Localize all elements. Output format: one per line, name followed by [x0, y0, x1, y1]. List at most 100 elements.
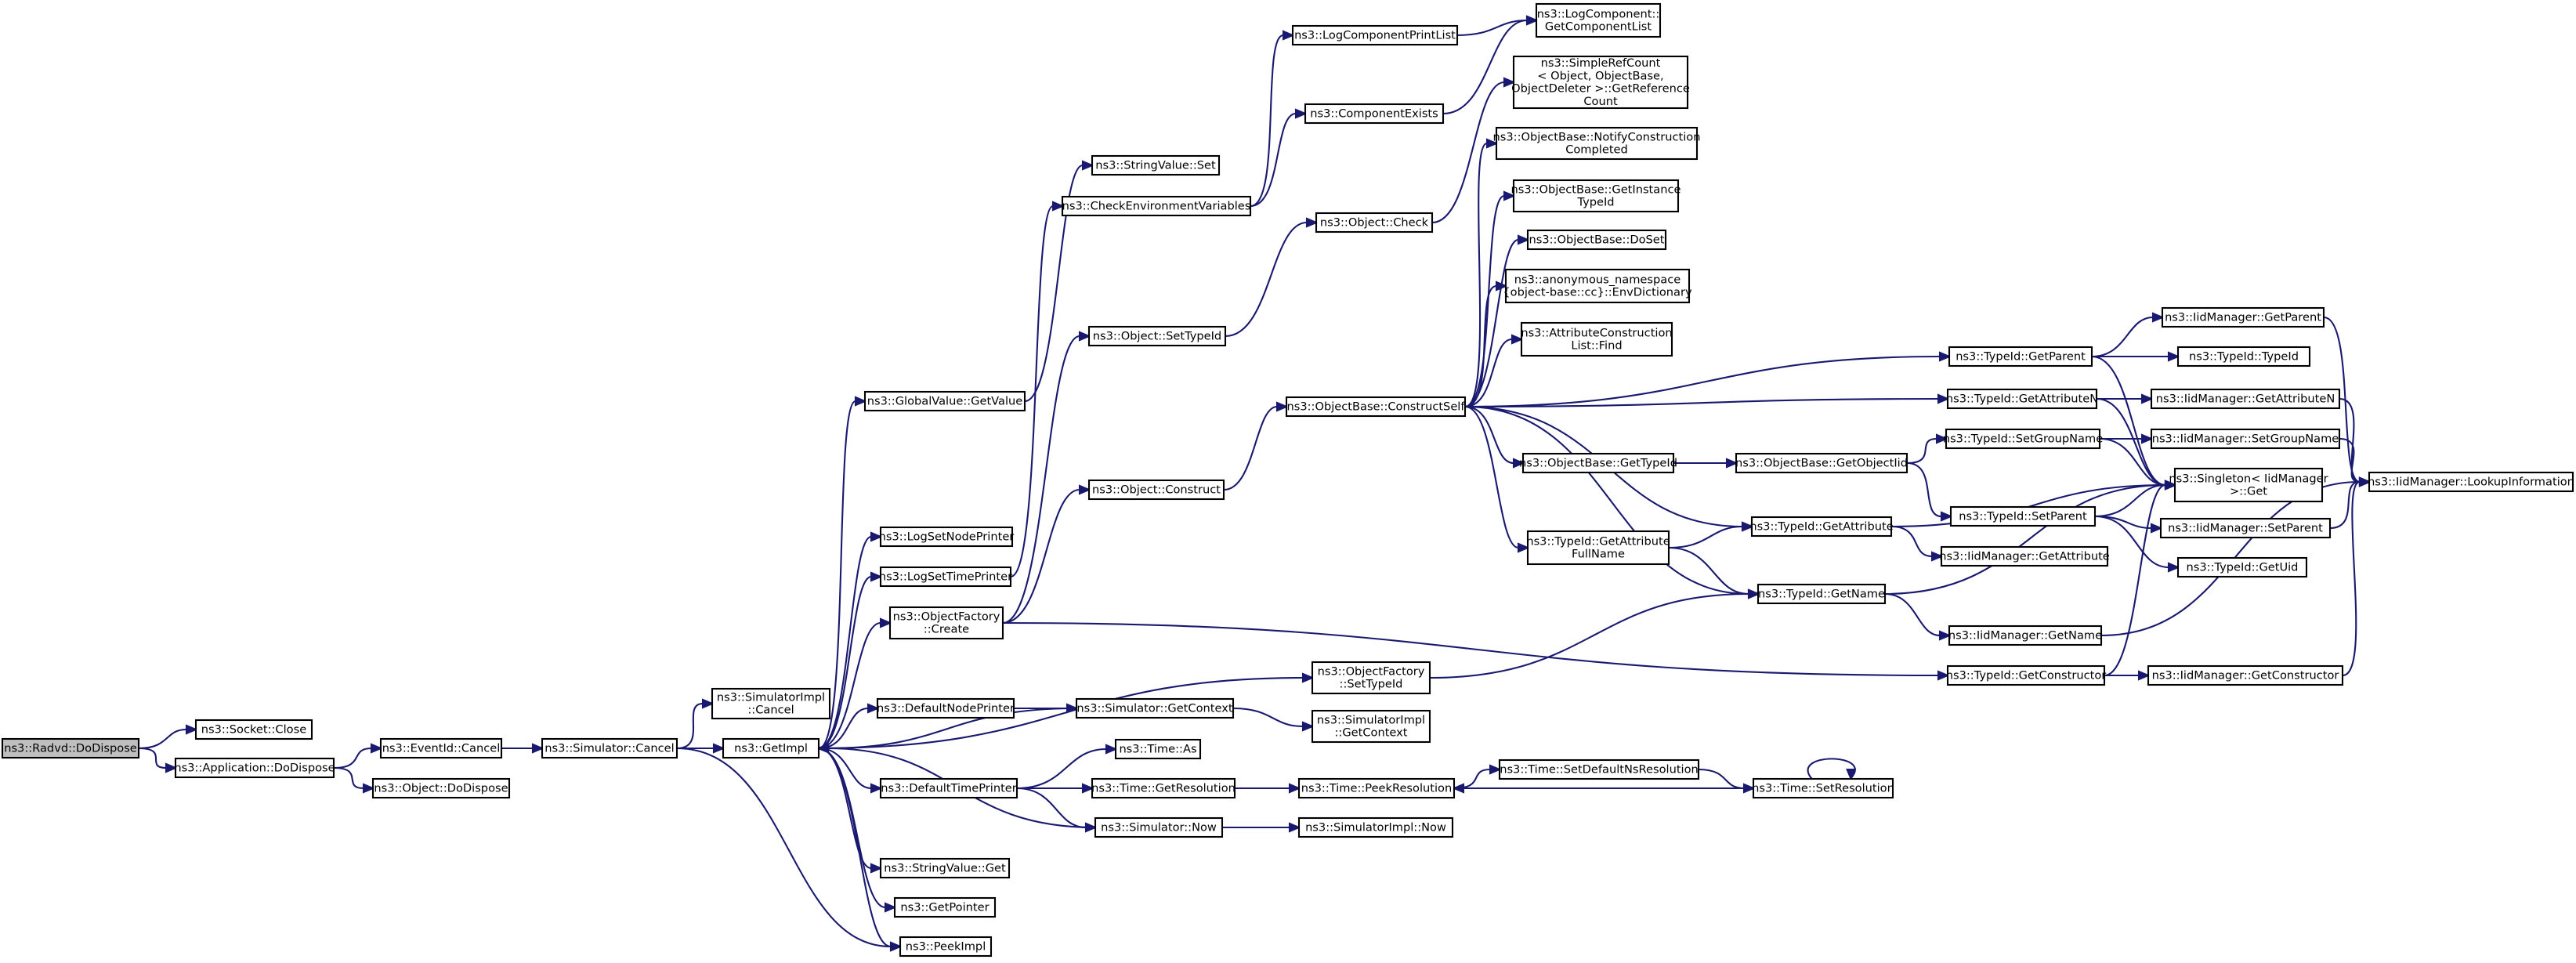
- node-box: [194, 719, 313, 740]
- node-label: ns3::TypeId::GetAttribute: [1749, 520, 1893, 534]
- function-node-ob-doset[interactable]: ns3::ObjectBase::DoSet: [1526, 229, 1667, 251]
- node-box: [1512, 55, 1689, 110]
- function-node-app-dodispose[interactable]: ns3::Application::DoDispose: [174, 757, 335, 779]
- node-label: ns3::Time::PeekResolution: [1301, 782, 1452, 795]
- function-node-sim-cancel[interactable]: ns3::Simulator::Cancel: [541, 737, 678, 759]
- function-node-iid-setgroupname[interactable]: ns3::IidManager::SetGroupName: [2150, 428, 2341, 450]
- function-node-simplerefcount[interactable]: ns3::SimpleRefCount< Object, ObjectBase,…: [1511, 55, 1690, 110]
- node-box: [879, 526, 1014, 548]
- call-edge-time-setdefaultns-to-time-setresolution: [1698, 768, 1745, 790]
- function-node-logcomponent-getlist[interactable]: ns3::LogComponent::GetComponentList: [1535, 2, 1662, 38]
- node-label: ns3::Time::GetResolution: [1091, 782, 1236, 795]
- function-node-typeid-getname[interactable]: ns3::TypeId::GetName: [1757, 583, 1887, 605]
- function-node-iid-setparent[interactable]: ns3::IidManager::SetParent: [2159, 517, 2332, 539]
- node-label: ::GetContext: [1334, 726, 1407, 740]
- function-node-time-setresolution[interactable]: ns3::Time::SetResolution: [1752, 777, 1894, 799]
- function-node-iid-lookupinformation[interactable]: ns3::IidManager::LookupInformation: [2368, 471, 2574, 493]
- function-node-simimpl-getcontext[interactable]: ns3::SimulatorImpl::GetContext: [1311, 709, 1431, 744]
- function-node-defaulttimeprinter[interactable]: ns3::DefaultTimePrinter: [879, 777, 1018, 799]
- function-node-typeid-getconstructor[interactable]: ns3::TypeId::GetConstructor: [1946, 664, 2107, 686]
- function-node-globalvalue-getvalue[interactable]: ns3::GlobalValue::GetValue: [863, 390, 1026, 412]
- function-node-time-as[interactable]: ns3::Time::As: [1114, 738, 1202, 760]
- node-label: ns3::Radvd::DoDispose: [4, 742, 137, 755]
- function-node-componentexists[interactable]: ns3::ComponentExists: [1304, 103, 1445, 125]
- call-edge-iid-getconstructor-to-iid-lookupinformation: [2342, 480, 2361, 677]
- function-node-typeid-getparent[interactable]: ns3::TypeId::GetParent: [1948, 346, 2093, 367]
- arrowhead: [1938, 351, 1952, 362]
- function-node-ob-constructself[interactable]: ns3::ObjectBase::ConstructSelf: [1285, 396, 1467, 418]
- arrowhead: [1517, 234, 1530, 245]
- function-node-simimpl-now[interactable]: ns3::SimulatorImpl::Now: [1297, 816, 1454, 838]
- function-node-iid-getparent[interactable]: ns3::IidManager::GetParent: [2161, 306, 2325, 328]
- call-edge-typeid-setparent-to-singleton-get: [2094, 483, 2166, 518]
- function-node-logsetnodeprinter[interactable]: ns3::LogSetNodePrinter: [879, 526, 1015, 548]
- function-node-singleton-get[interactable]: ns3::Singleton< IidManager >::Get: [2169, 467, 2328, 503]
- function-node-iid-getattribute[interactable]: ns3::IidManager::GetAttribute: [1939, 545, 2110, 567]
- arrowhead: [1938, 630, 1952, 641]
- function-node-getpointer[interactable]: ns3::GetPointer: [893, 896, 997, 918]
- call-edge-typeid-setgroupname-to-singleton-get: [2099, 437, 2166, 487]
- function-node-anon-envdictionary[interactable]: ns3::anonymous_namespace{object-base::cc…: [1503, 268, 1692, 304]
- function-node-simimpl-cancel[interactable]: ns3::SimulatorImpl::Cancel: [711, 687, 831, 720]
- function-node-logsettimeprinter[interactable]: ns3::LogSetTimePrinter: [879, 566, 1012, 588]
- function-node-objfactory-create[interactable]: ns3::ObjectFactory::Create: [888, 606, 1004, 640]
- call-edge-getimpl-to-globalvalue-getvalue: [818, 400, 856, 750]
- node-box: [1495, 126, 1699, 161]
- function-node-object-check[interactable]: ns3::Object::Check: [1315, 212, 1434, 234]
- node-box: [1948, 346, 2093, 367]
- arrowhead: [1081, 160, 1094, 171]
- function-node-typeid-getattribute[interactable]: ns3::TypeId::GetAttribute: [1749, 516, 1894, 538]
- function-node-typeid-getattributen[interactable]: ns3::TypeId::GetAttributeN: [1946, 388, 2098, 410]
- node-label: ns3::LogComponentPrintList: [1294, 29, 1456, 42]
- function-node-stringvalue-set[interactable]: ns3::StringValue::Set: [1091, 154, 1221, 176]
- function-node-eventid-cancel[interactable]: ns3::EventId::Cancel: [379, 737, 503, 759]
- arrowhead: [1747, 588, 1760, 599]
- function-node-typeid-typeid[interactable]: ns3::TypeId::TypeId: [2176, 346, 2311, 367]
- function-node-object-construct[interactable]: ns3::Object::Construct: [1087, 479, 1225, 501]
- node-box: [1297, 777, 1456, 799]
- function-node-peekimpl[interactable]: ns3::PeekImpl: [899, 936, 993, 958]
- call-edge-getimpl-to-logsettimeprinter: [818, 575, 872, 750]
- function-node-iid-getconstructor[interactable]: ns3::IidManager::GetConstructor: [2147, 664, 2344, 686]
- function-node-ob-gettypeid[interactable]: ns3::ObjectBase::GetTypeId: [1519, 452, 1677, 474]
- function-node-defaultnodeprinter[interactable]: ns3::DefaultNodePrinter: [876, 697, 1015, 719]
- function-node-objfactory-settypeid[interactable]: ns3::ObjectFactory::SetTypeId: [1311, 661, 1431, 695]
- node-box: [1291, 24, 1459, 46]
- function-node-sim-now[interactable]: ns3::Simulator::Now: [1094, 816, 1224, 838]
- function-node-time-setdefaultns[interactable]: ns3::Time::SetDefaultNsResolution: [1498, 758, 1700, 780]
- arrowhead: [165, 762, 178, 773]
- function-node-object-settypeid[interactable]: ns3::Object::SetTypeId: [1087, 325, 1227, 347]
- node-label: ns3::Singleton< IidManager: [2169, 472, 2328, 485]
- node-label: ns3::DefaultTimePrinter: [881, 782, 1017, 795]
- function-node-typeid-setgroupname[interactable]: ns3::TypeId::SetGroupName: [1943, 428, 2103, 450]
- node-label: ns3::CheckEnvironmentVariables: [1062, 200, 1251, 213]
- function-node-time-getresolution[interactable]: ns3::Time::GetResolution: [1091, 777, 1236, 799]
- function-node-stringvalue-get[interactable]: ns3::StringValue::Get: [879, 857, 1011, 879]
- arrowhead: [870, 531, 883, 542]
- node-label: {object-base::cc}::EnvDictionary: [1503, 286, 1692, 299]
- function-node-checkenv[interactable]: ns3::CheckEnvironmentVariables: [1061, 195, 1252, 217]
- function-node-ob-notifyconstruction[interactable]: ns3::ObjectBase::NotifyConstructionCompl…: [1493, 126, 1701, 161]
- function-node-ob-getobjectiid[interactable]: ns3::ObjectBase::GetObjectIid: [1735, 452, 1908, 474]
- call-edge-checkenv-to-logcomponentprintlist: [1250, 34, 1284, 208]
- function-node-typeid-setparent[interactable]: ns3::TypeId::SetParent: [1949, 505, 2097, 527]
- node-box: [711, 687, 831, 720]
- node-label: ns3::ObjectBase::GetObjectIid: [1735, 457, 1908, 470]
- function-node-radvd[interactable]: ns3::Radvd::DoDispose: [1, 737, 140, 759]
- node-box: [1075, 697, 1235, 719]
- node-label: ns3::ObjectFactory: [893, 610, 1000, 623]
- function-node-typeid-getuid[interactable]: ns3::TypeId::GetUid: [2176, 556, 2308, 578]
- call-edge-checkenv-to-componentexists: [1250, 112, 1297, 208]
- function-node-object-dodispose[interactable]: ns3::Object::DoDispose: [371, 777, 511, 799]
- function-node-sim-getcontext[interactable]: ns3::Simulator::GetContext: [1075, 697, 1235, 719]
- function-node-iid-getattributen[interactable]: ns3::IidManager::GetAttributeN: [2150, 388, 2341, 410]
- function-node-logcomponentprintlist[interactable]: ns3::LogComponentPrintList: [1291, 24, 1459, 46]
- function-node-time-peekresolution[interactable]: ns3::Time::PeekResolution: [1297, 777, 1456, 799]
- arrowhead: [1288, 822, 1301, 833]
- function-node-iid-getname[interactable]: ns3::IidManager::GetName: [1948, 625, 2102, 646]
- function-node-getimpl[interactable]: ns3::GetImpl: [722, 737, 820, 759]
- function-node-socket-close[interactable]: ns3::Socket::Close: [194, 719, 313, 740]
